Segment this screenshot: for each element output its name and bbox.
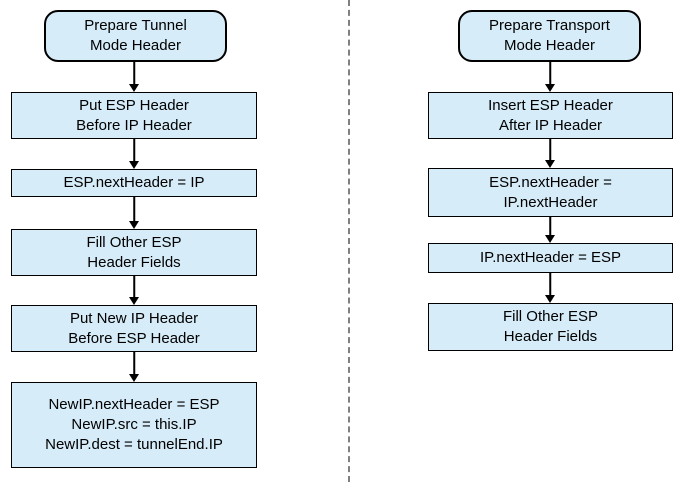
node-text-line: Prepare Tunnel: [84, 17, 187, 35]
dashed-divider: [348, 0, 350, 482]
arrow-line: [133, 197, 135, 223]
node-insert-esp-header-after-ip-header: Insert ESP Header After IP Header: [428, 92, 673, 139]
node-text-line: ESP.nextHeader =: [489, 173, 612, 191]
node-text-line: Header Fields: [87, 253, 181, 271]
arrow-head-icon: [129, 161, 139, 169]
arrow-line: [549, 139, 551, 162]
down-arrow-connector: [128, 139, 140, 169]
node-text-line: Fill Other ESP: [86, 233, 182, 251]
node-esp-nextheader-equals-ip: ESP.nextHeader = IP: [11, 169, 257, 197]
down-arrow-connector: [128, 352, 140, 382]
node-prepare-tunnel-mode-header: Prepare Tunnel Mode Header: [44, 10, 227, 62]
arrow-line: [549, 217, 551, 237]
down-arrow-connector: [544, 62, 556, 92]
node-text-line: Mode Header: [90, 37, 181, 54]
node-prepare-transport-mode-header: Prepare Transport Mode Header: [458, 10, 641, 62]
node-text-line: After IP Header: [498, 116, 603, 134]
down-arrow-connector: [128, 276, 140, 305]
node-text-line: Put ESP Header: [79, 96, 189, 114]
node-text-line: NewIP.nextHeader = ESP: [48, 396, 220, 414]
node-newip-assignments: NewIP.nextHeader = ESP NewIP.src = this.…: [11, 382, 257, 468]
node-fill-other-esp-header-fields-tunnel: Fill Other ESP Header Fields: [11, 229, 257, 276]
node-text-line: NewIP.src = this.IP: [71, 416, 197, 434]
node-put-esp-header-before-ip-header: Put ESP Header Before IP Header: [11, 92, 257, 139]
down-arrow-connector: [128, 197, 140, 229]
node-text-line: IP.nextHeader = ESP: [479, 249, 622, 267]
arrow-head-icon: [129, 84, 139, 92]
down-arrow-connector: [544, 217, 556, 243]
arrow-head-icon: [129, 374, 139, 382]
node-put-new-ip-header-before-esp-header: Put New IP Header Before ESP Header: [11, 305, 257, 352]
down-arrow-connector: [544, 139, 556, 168]
arrow-head-icon: [545, 295, 555, 303]
node-text-line: Before IP Header: [76, 116, 192, 134]
arrow-head-icon: [545, 235, 555, 243]
node-text-line: Before ESP Header: [68, 329, 200, 347]
node-text-line: Header Fields: [503, 328, 598, 345]
arrow-line: [133, 352, 135, 376]
node-text-line: ESP.nextHeader = IP: [63, 174, 205, 192]
arrow-line: [133, 62, 135, 86]
node-text-line: Insert ESP Header: [488, 96, 613, 114]
node-text-line: Prepare Transport: [489, 17, 610, 35]
arrow-line: [549, 273, 551, 297]
node-text-line: Mode Header: [504, 37, 595, 54]
node-esp-nextheader-equals-ip-nextheader: ESP.nextHeader = IP.nextHeader: [428, 168, 673, 217]
down-arrow-connector: [128, 62, 140, 92]
down-arrow-connector: [544, 273, 556, 303]
node-fill-other-esp-header-fields-transport: Fill Other ESP Header Fields: [428, 303, 673, 351]
arrow-head-icon: [129, 297, 139, 305]
arrow-head-icon: [129, 221, 139, 229]
node-text-line: NewIP.dest = tunnelEnd.IP: [45, 435, 223, 453]
arrow-line: [133, 276, 135, 299]
arrow-line: [133, 139, 135, 163]
arrow-line: [549, 62, 551, 86]
node-text-line: Put New IP Header: [69, 309, 199, 327]
arrow-head-icon: [545, 160, 555, 168]
node-text-line: IP.nextHeader: [503, 193, 598, 211]
arrow-head-icon: [545, 84, 555, 92]
node-text-line: Fill Other ESP: [502, 308, 599, 326]
node-ip-nextheader-equals-esp: IP.nextHeader = ESP: [428, 243, 673, 273]
